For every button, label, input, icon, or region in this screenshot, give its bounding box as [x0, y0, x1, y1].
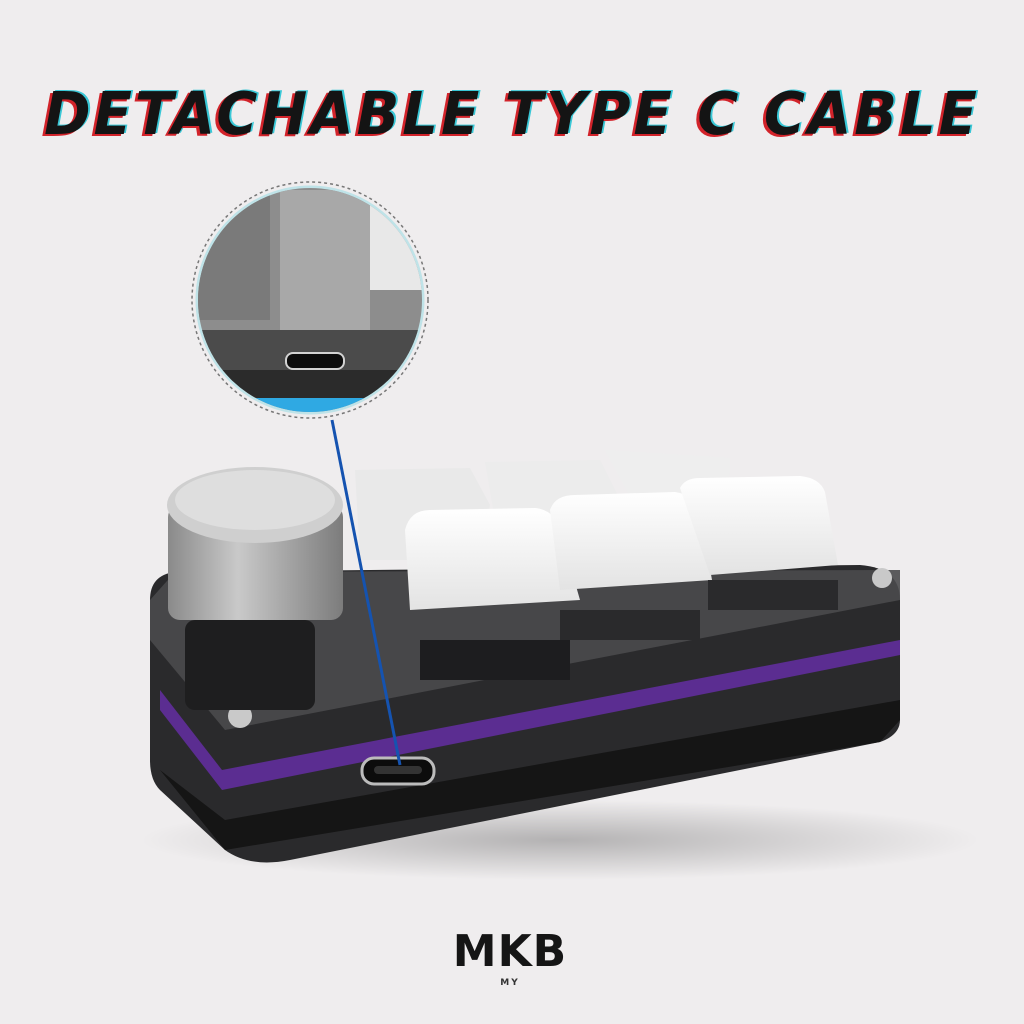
headline: DETACHABLE TYPE C CABLE [44, 80, 980, 149]
brand-sub: MY [500, 978, 520, 988]
rotary-knob [167, 467, 343, 710]
callout-line [330, 419, 402, 766]
brand-name: MKB [452, 926, 568, 977]
brand-logo: MKB MY [440, 926, 580, 989]
keycaps-front [405, 476, 838, 680]
callout-magnifier [191, 181, 429, 419]
